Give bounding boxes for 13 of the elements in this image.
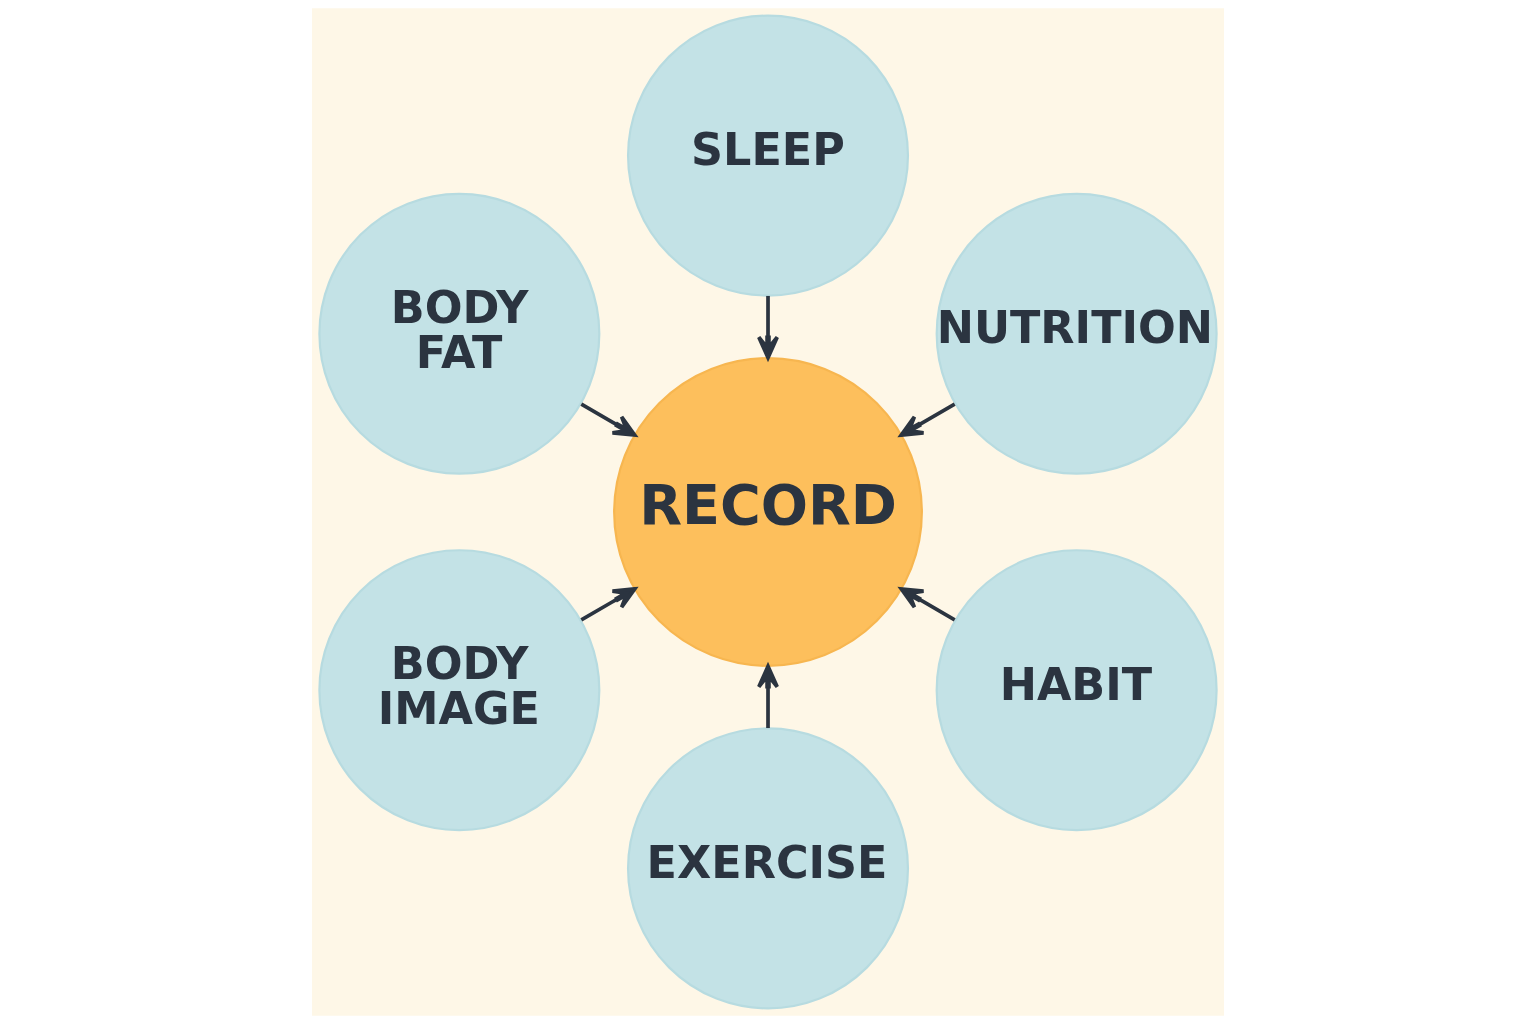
node-circle: EXERCISE: [626, 727, 910, 1010]
node-circle: RECORD: [613, 357, 923, 667]
arrow: [756, 295, 780, 360]
arrow: [580, 587, 637, 622]
node-circle: SLEEP: [626, 14, 910, 297]
arrow: [899, 402, 956, 437]
arrow: [899, 587, 956, 622]
node-circle: NUTRITION: [935, 192, 1218, 475]
arrow: [580, 402, 637, 437]
node-circle: HABIT: [935, 549, 1218, 832]
node-circle: BODY FAT: [318, 192, 601, 475]
arrow: [756, 664, 780, 729]
node-circle: BODY IMAGE: [318, 549, 601, 832]
